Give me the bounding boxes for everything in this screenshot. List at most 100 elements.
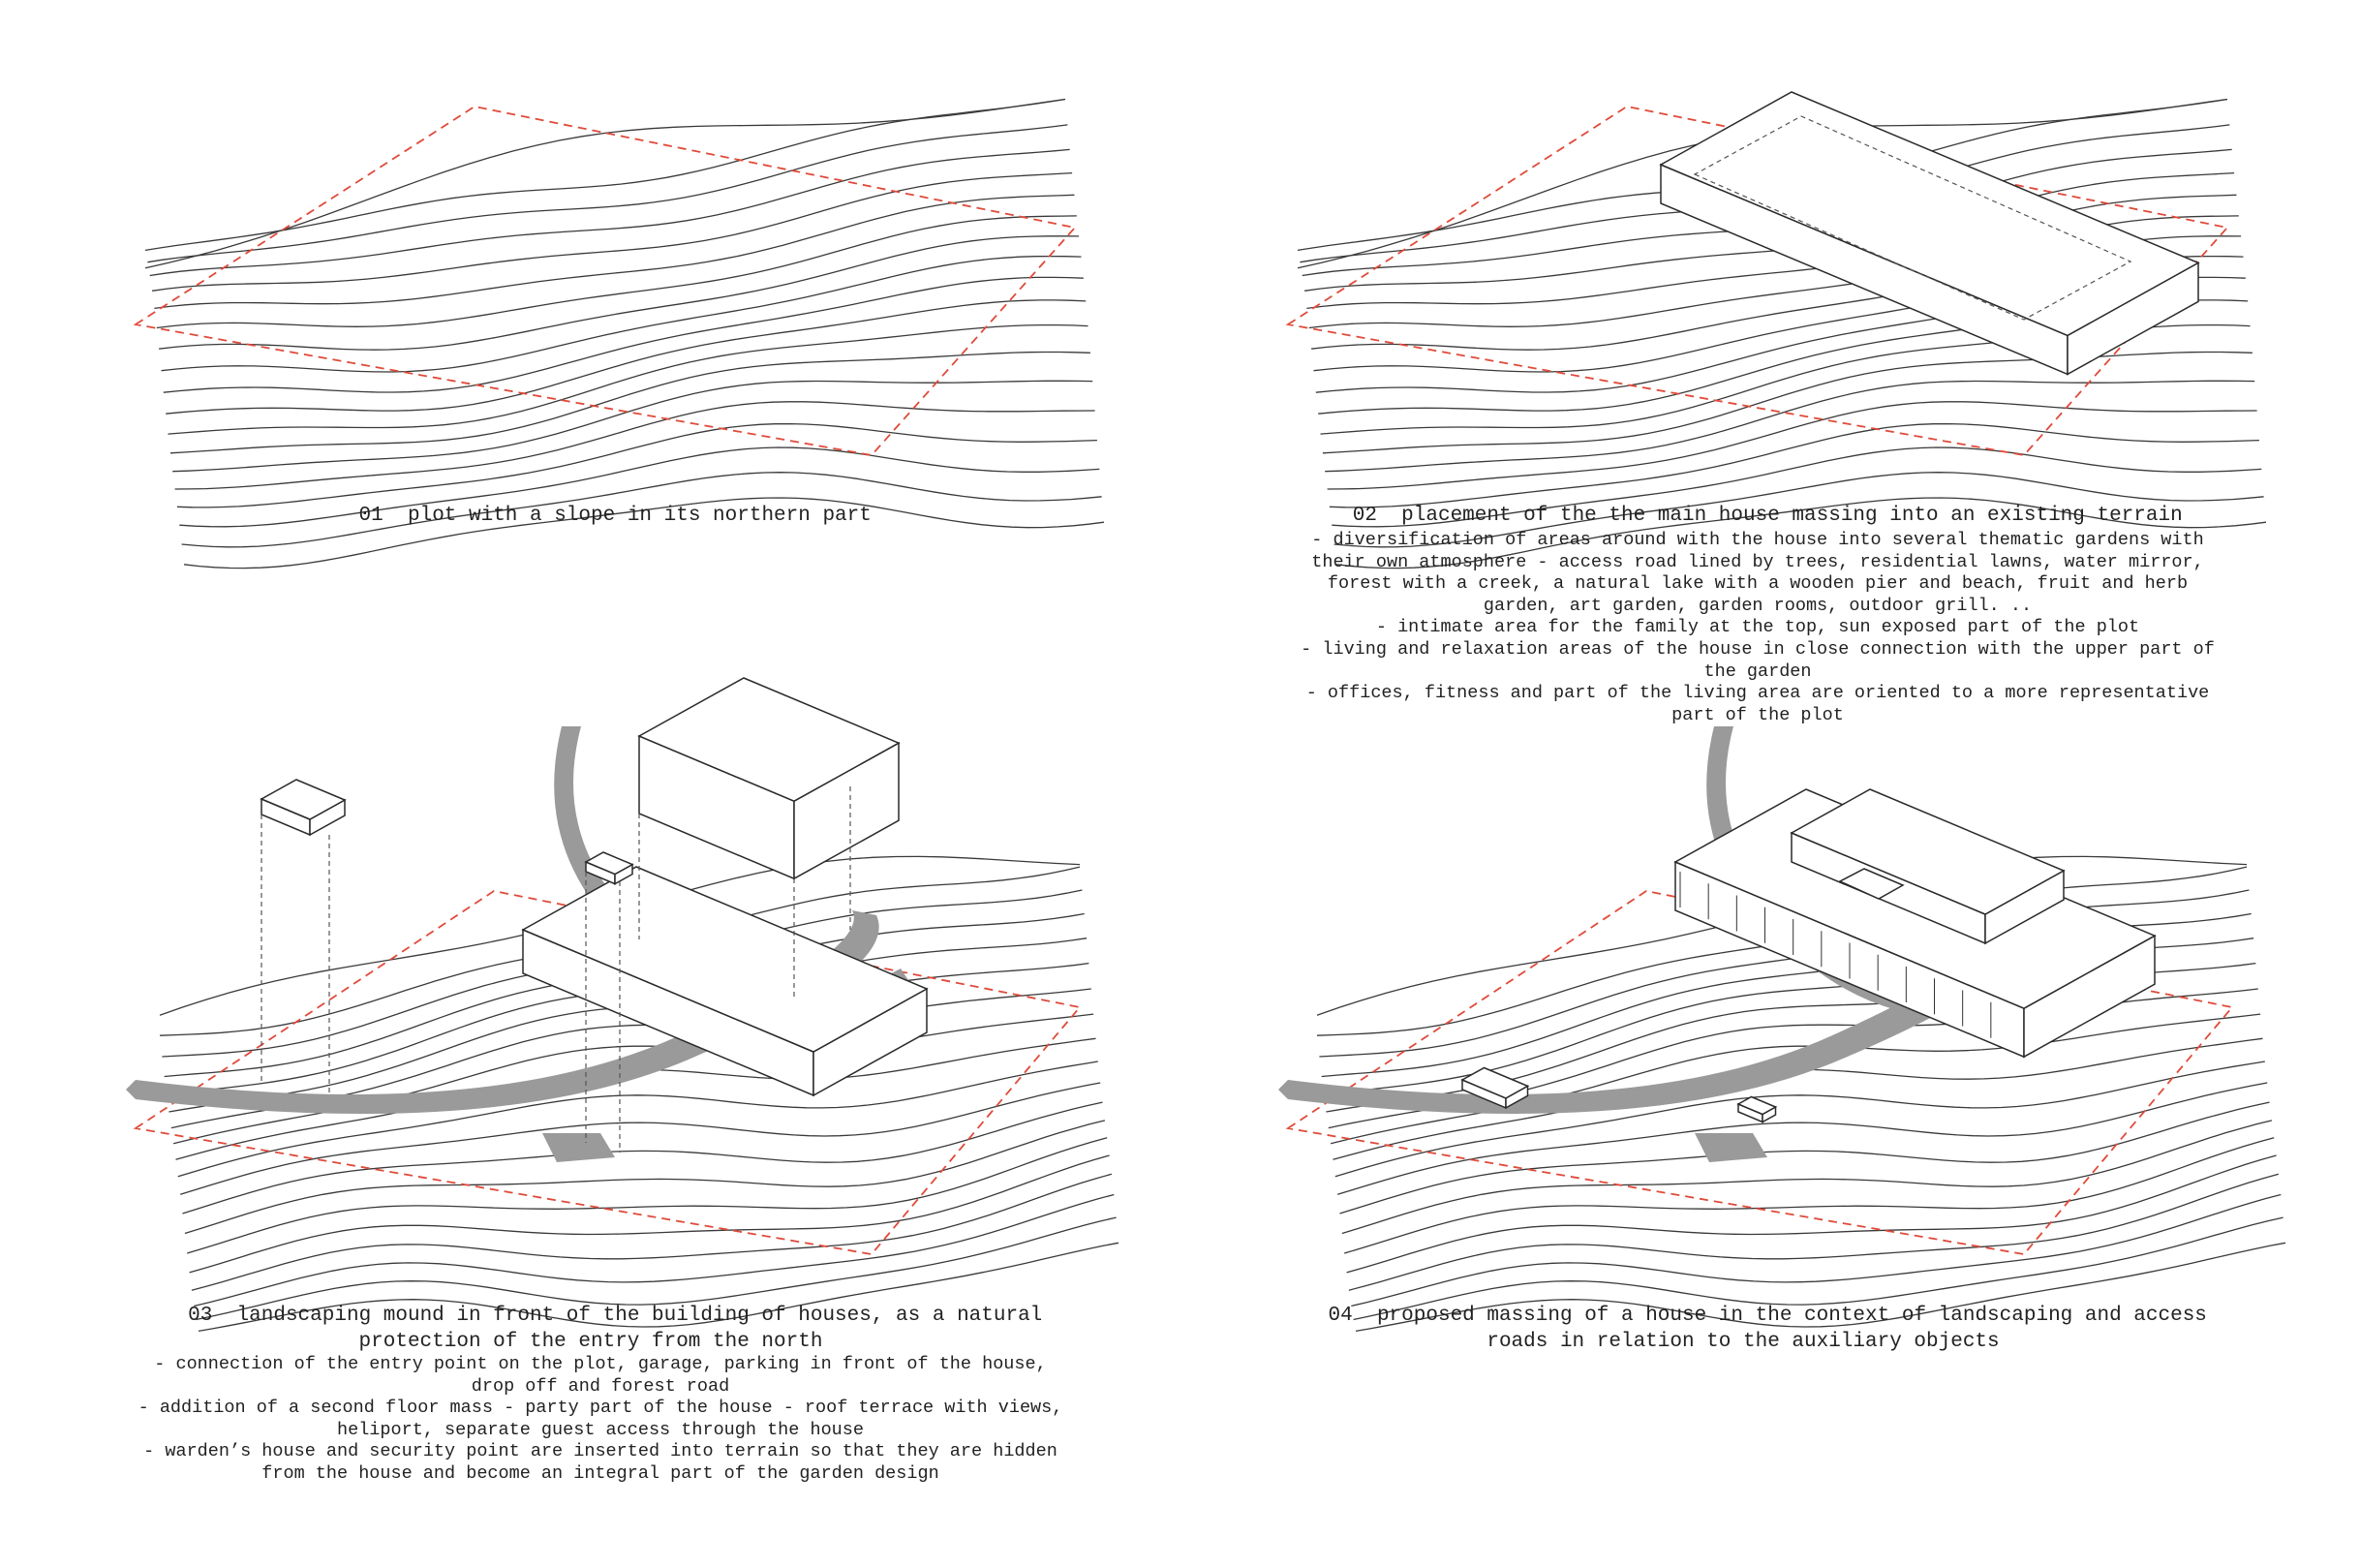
caption-text: proposed massing of a house in the conte… [1376,1305,2220,1353]
contour-line [1319,889,2250,1058]
caption-number: 01 [358,505,383,527]
contour-line [159,235,1080,351]
second-floor-mass-top-face [637,677,901,803]
security-point-top-face [584,851,634,876]
plot-boundary-line [133,890,1082,1255]
contour-line [1339,1101,2270,1214]
contour-line [180,1082,1101,1195]
contour-line [1329,422,2259,508]
terrain-diagram-04 [1278,726,2286,1333]
warden-house-top-face [260,779,347,820]
contour-line [1355,1242,2286,1333]
contour-line [152,171,1073,292]
contour-line [1325,380,2255,473]
caption-04: 04 proposed massing of a house in the co… [1249,1276,2237,1381]
note-item: - warden’s house and security point are … [143,1441,1057,1484]
contour-line [198,1242,1119,1333]
contour-line [166,299,1087,415]
contour-line [168,323,1088,435]
notes-02: - diversification of areas around with t… [1288,530,2227,726]
contour-line [169,351,1090,454]
caption-03: 03 landscaping mound in front of the bui… [126,1276,1056,1381]
contour-line [1327,401,2257,490]
contour-line [196,1216,1117,1321]
contour-line [184,1120,1106,1235]
house-massing [1659,91,2200,376]
contour-line [1322,351,2253,454]
plot-boundary [1285,106,2229,456]
contour-line [1304,171,2235,292]
caption-number: 04 [1328,1305,1353,1327]
contour-line [1334,1061,2265,1178]
note-item: - addition of a second floor mass - part… [138,1398,1063,1440]
contour-line [181,472,1102,548]
contour-line [1337,1082,2268,1195]
parking-area [542,1133,615,1162]
contour-line [147,124,1068,263]
contour-line [1335,497,2267,569]
note-item: - intimate area for the family at the to… [1375,617,2140,638]
plot-boundary [133,106,1077,456]
house-footprint-hidden [1693,115,2132,321]
caption-01: 01 plot with a slope in its northern par… [136,477,1046,555]
contour-line [191,1173,1113,1291]
panel-02: 02 placement of the the main house massi… [1152,0,2360,775]
contour-line [1346,1154,2277,1274]
terrain-contours [144,98,1105,569]
warden-house-top-face [1460,1066,1530,1099]
main-house-top-face [1659,91,2200,337]
house-massing [260,677,929,1153]
panel-01: 01 plot with a slope in its northern par… [0,0,1180,775]
contour-line [1353,1216,2283,1321]
contour-line [189,1154,1110,1274]
caption-02: 02 placement of the the main house massi… [1249,477,2237,555]
contour-line [154,194,1075,310]
caption-text: plot with a slope in its northern part [407,505,872,527]
upper-floor-top-face [1790,788,2066,915]
plot-boundary-line [1285,106,2229,456]
contour-line [182,1101,1103,1214]
contour-line [161,255,1082,373]
caption-number: 02 [1352,505,1377,527]
contour-line [183,497,1105,569]
plot-boundary-line [1285,890,2234,1255]
panel-03: 03 landscaping mound in front of the bui… [0,677,1180,1568]
contour-line [163,276,1084,393]
contour-line [1333,472,2264,548]
contour-line [194,1193,1115,1307]
contour-line [156,215,1077,329]
contour-line [1351,1193,2282,1307]
contour-line [179,446,1100,528]
security-point-top-face [1736,1095,1778,1116]
house-massing [1460,788,2157,1123]
note-item: - living and relaxation areas of the hou… [1301,638,2215,682]
caption-text: placement of the the main house massing … [1401,505,2183,527]
contour-line [187,1137,1108,1254]
contour-line [1348,1173,2280,1291]
contour-line [172,380,1093,473]
contour-line [1344,1137,2275,1254]
terrain-diagram-02 [1285,91,2267,569]
terrain-diagram-01 [133,98,1105,569]
contour-line [1341,1120,2273,1235]
note-item: - offices, fitness and part of the livin… [1305,683,2210,725]
terrain-diagram-03 [126,677,1119,1333]
caption-number: 03 [188,1305,213,1327]
contour-line [177,1061,1098,1178]
contour-line [1332,446,2262,528]
contour-line [176,422,1097,508]
note-item: - connection of the entry point on the p… [154,1354,1047,1397]
parking-area [1695,1133,1767,1162]
road-surface [1278,910,2032,1114]
plot-boundary [1285,890,2234,1255]
note-item: - diversification of areas around with t… [1311,530,2204,616]
roof-opening [1838,868,1905,900]
contour-line [1306,194,2237,310]
plot-boundary [133,890,1082,1255]
caption-text: landscaping mound in front of the buildi… [236,1305,1055,1353]
contour-line [149,148,1070,277]
contour-line [174,401,1095,490]
notes-03: - connection of the entry point on the p… [136,1354,1065,1486]
road-surface [126,910,879,1114]
main-house-top-face [521,866,929,1053]
